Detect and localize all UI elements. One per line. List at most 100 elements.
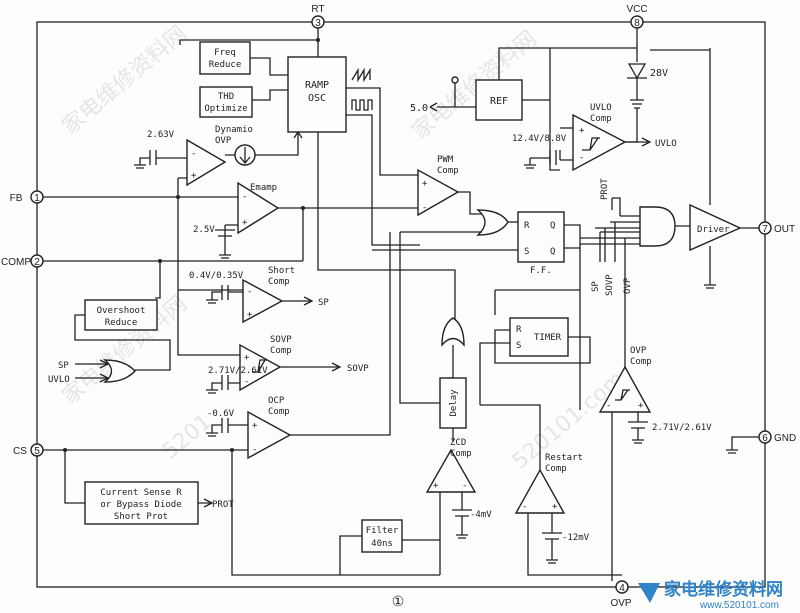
svg-text:+: + xyxy=(191,171,197,181)
pin-cs: 5 CS xyxy=(13,443,44,457)
restart-comparator: - + Restart Comp xyxy=(514,453,583,514)
svg-text:Q: Q xyxy=(550,221,555,231)
svg-text:40ns: 40ns xyxy=(371,539,393,549)
svg-text:2.63V: 2.63V xyxy=(147,130,175,140)
svg-text:FB: FB xyxy=(10,193,23,204)
freq-reduce-block: Freq Reduce xyxy=(199,41,251,75)
timer-block: R S TIMER xyxy=(509,317,569,357)
figure-number: ① xyxy=(392,593,405,609)
svg-text:+: + xyxy=(422,179,428,189)
svg-text:SOVP: SOVP xyxy=(605,274,615,296)
svg-text:TIMER: TIMER xyxy=(534,333,562,343)
svg-text:VCC: VCC xyxy=(626,4,647,15)
svg-text:2.71V/2.61V: 2.71V/2.61V xyxy=(208,366,268,376)
ocp-ref: -0.6V xyxy=(206,409,248,437)
ground-symbol xyxy=(726,436,759,454)
svg-text:-: - xyxy=(247,287,252,297)
svg-text:Comp: Comp xyxy=(545,464,567,474)
svg-text:-: - xyxy=(579,153,584,163)
svg-text:S: S xyxy=(516,341,521,351)
svg-text:Comp: Comp xyxy=(268,407,290,417)
and-gate-output xyxy=(639,206,676,247)
svg-text:Driver: Driver xyxy=(697,225,730,235)
svg-text:OSC: OSC xyxy=(308,93,326,104)
svg-text:-: - xyxy=(522,502,527,512)
ovp-comparator: - + OVP Comp xyxy=(598,346,652,413)
svg-text:Comp: Comp xyxy=(270,346,292,356)
svg-text:OVP: OVP xyxy=(215,136,232,146)
svg-text:-12mV: -12mV xyxy=(562,533,590,543)
svg-text:5: 5 xyxy=(34,446,40,457)
svg-text:5.0: 5.0 xyxy=(410,103,428,114)
svg-text:0.4V/0.35V: 0.4V/0.35V xyxy=(189,271,244,281)
svg-text:+: + xyxy=(579,126,585,136)
svg-text:2: 2 xyxy=(34,257,40,268)
svg-text:Short: Short xyxy=(268,266,295,276)
pin-fb: 1 FB xyxy=(10,190,44,204)
or-gate-delay xyxy=(441,317,465,347)
svg-text:7: 7 xyxy=(762,224,768,235)
svg-text:+: + xyxy=(433,481,439,491)
emamp-ref: 2.5V xyxy=(193,224,238,259)
ocp-comparator: + - OCP Comp xyxy=(247,396,292,460)
svg-text:+: + xyxy=(552,502,558,512)
svg-text:8: 8 xyxy=(634,18,640,29)
svg-text:-: - xyxy=(422,203,427,213)
svg-text:PROT: PROT xyxy=(600,178,610,200)
svg-text:-0.6V: -0.6V xyxy=(207,409,235,419)
svg-text:RAMP: RAMP xyxy=(305,80,329,91)
pin-rt: 3 RT xyxy=(311,4,325,29)
ramp-waveform-icon xyxy=(351,67,371,83)
svg-text:12.4V/8.8V: 12.4V/8.8V xyxy=(512,134,567,144)
svg-text:Comp: Comp xyxy=(630,357,652,367)
svg-text:REF: REF xyxy=(490,96,508,107)
svg-text:-: - xyxy=(242,192,247,202)
svg-text:www.520101.com: www.520101.com xyxy=(699,600,779,611)
svg-text:THD: THD xyxy=(218,92,234,102)
svg-text:R: R xyxy=(524,221,530,231)
svg-text:PWM: PWM xyxy=(437,155,454,165)
svg-text:1: 1 xyxy=(34,193,40,204)
sovp-comparator: + - SOVP Comp xyxy=(239,335,292,392)
svg-text:SOVP: SOVP xyxy=(270,335,292,345)
overshoot-reduce-block: Overshoot Reduce xyxy=(84,299,158,331)
current-source-icon xyxy=(234,144,256,166)
pin-ovp: 4 OVP xyxy=(610,580,632,609)
svg-text:SP: SP xyxy=(591,281,601,292)
svg-text:Overshoot: Overshoot xyxy=(97,306,146,316)
svg-text:Comp: Comp xyxy=(437,166,459,176)
svg-text:Emamp: Emamp xyxy=(250,183,277,193)
svg-text:ZCD: ZCD xyxy=(450,438,466,448)
svg-text:2.71V/2.61V: 2.71V/2.61V xyxy=(652,423,712,433)
short-ref: 0.4V/0.35V xyxy=(189,271,244,304)
site-logo: 家电维修资料网 www.520101.com xyxy=(638,579,783,611)
thd-optimize-block: THD Optimize xyxy=(199,86,253,118)
zener-diode-icon: 28V xyxy=(627,28,668,109)
svg-text:CS: CS xyxy=(13,446,27,457)
uvlo-comparator: + - UVLO Comp xyxy=(572,103,627,172)
svg-text:家电维修资料网: 家电维修资料网 xyxy=(664,579,783,600)
svg-text:Comp: Comp xyxy=(590,114,612,124)
ic-outline xyxy=(36,21,766,588)
svg-text:OVP: OVP xyxy=(630,346,647,356)
svg-text:6: 6 xyxy=(762,433,768,444)
svg-text:Short Prot: Short Prot xyxy=(114,512,168,522)
svg-text:Dynamio: Dynamio xyxy=(215,125,253,135)
svg-text:Comp: Comp xyxy=(268,277,290,287)
svg-text:2.5V: 2.5V xyxy=(193,225,215,235)
pin-vcc: 8 VCC xyxy=(626,4,647,29)
delay-block: Delay xyxy=(439,377,467,429)
svg-text:+: + xyxy=(252,421,258,431)
svg-text:Reduce: Reduce xyxy=(209,60,242,70)
svg-text:UVLO: UVLO xyxy=(590,103,612,113)
current-sense-block: Current Sense R or Bypass Diode Short Pr… xyxy=(84,481,199,525)
svg-text:-: - xyxy=(462,481,467,491)
emamp-amplifier: - + Emamp xyxy=(237,181,280,235)
svg-text:PROT: PROT xyxy=(212,500,234,510)
dynamic-ovp-ref: 2.63V xyxy=(134,130,187,169)
svg-text:SP: SP xyxy=(318,298,329,308)
pin-out: 7 OUT xyxy=(758,221,795,235)
svg-text:-: - xyxy=(252,445,257,455)
svg-text:Comp: Comp xyxy=(450,449,472,459)
